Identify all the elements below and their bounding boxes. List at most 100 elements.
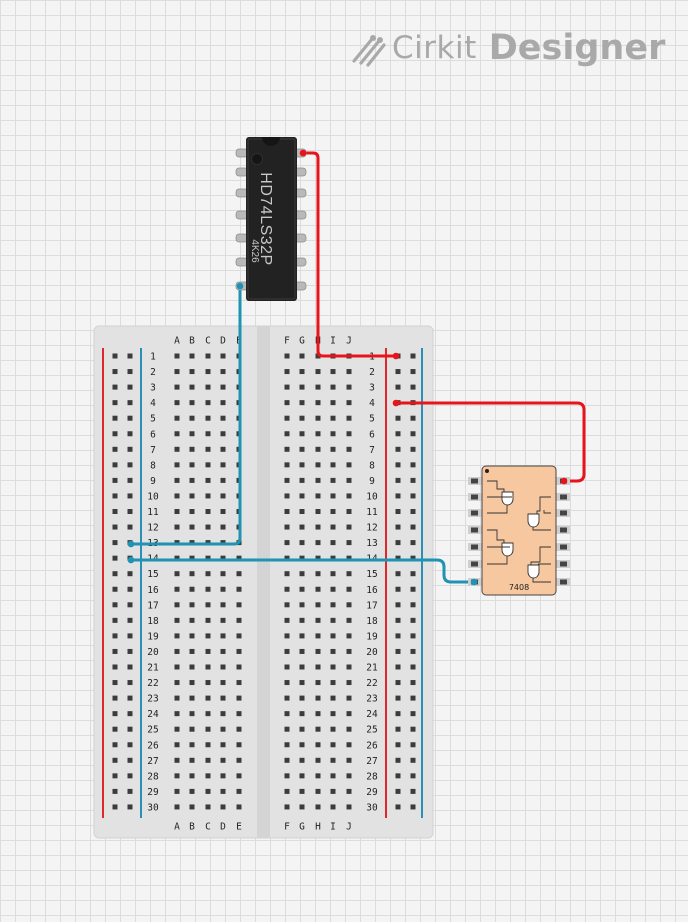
terminal-hole[interactable]	[284, 493, 290, 499]
terminal-hole[interactable]	[189, 462, 195, 468]
terminal-hole[interactable]	[174, 477, 180, 483]
terminal-hole[interactable]	[299, 400, 305, 406]
terminal-hole[interactable]	[205, 493, 211, 499]
terminal-hole[interactable]	[315, 555, 321, 561]
rail-hole[interactable]	[410, 664, 416, 670]
wire-endpoint[interactable]	[560, 477, 568, 485]
rail-hole[interactable]	[127, 369, 133, 375]
rail-hole[interactable]	[410, 757, 416, 763]
terminal-hole[interactable]	[330, 617, 336, 623]
terminal-hole[interactable]	[205, 571, 211, 577]
terminal-hole[interactable]	[205, 773, 211, 779]
terminal-hole[interactable]	[284, 571, 290, 577]
wire-blue-ic-to-row13[interactable]	[129, 284, 242, 546]
rail-hole[interactable]	[127, 462, 133, 468]
rail-hole[interactable]	[127, 633, 133, 639]
terminal-hole[interactable]	[220, 400, 226, 406]
terminal-hole[interactable]	[284, 400, 290, 406]
terminal-hole[interactable]	[174, 602, 180, 608]
terminal-hole[interactable]	[346, 695, 352, 701]
terminal-hole[interactable]	[220, 695, 226, 701]
rail-hole[interactable]	[112, 648, 118, 654]
rail-hole[interactable]	[410, 742, 416, 748]
terminal-hole[interactable]	[315, 540, 321, 546]
terminal-hole[interactable]	[174, 462, 180, 468]
terminal-hole[interactable]	[346, 400, 352, 406]
rail-hole[interactable]	[410, 680, 416, 686]
rail-hole[interactable]	[395, 617, 401, 623]
rail-hole[interactable]	[112, 804, 118, 810]
terminal-hole[interactable]	[189, 524, 195, 530]
rail-hole[interactable]	[395, 446, 401, 452]
terminal-hole[interactable]	[346, 648, 352, 654]
terminal-hole[interactable]	[236, 788, 242, 794]
terminal-hole[interactable]	[315, 462, 321, 468]
wire-endpoint[interactable]	[470, 578, 478, 586]
rail-hole[interactable]	[127, 804, 133, 810]
terminal-hole[interactable]	[236, 586, 242, 592]
ic-pin-right[interactable]	[560, 544, 567, 550]
terminal-hole[interactable]	[205, 617, 211, 623]
terminal-hole[interactable]	[346, 369, 352, 375]
rail-hole[interactable]	[395, 757, 401, 763]
terminal-hole[interactable]	[330, 773, 336, 779]
terminal-hole[interactable]	[284, 415, 290, 421]
terminal-hole[interactable]	[189, 431, 195, 437]
rail-hole[interactable]	[410, 493, 416, 499]
rail-hole[interactable]	[112, 353, 118, 359]
terminal-hole[interactable]	[284, 711, 290, 717]
terminal-hole[interactable]	[330, 540, 336, 546]
terminal-hole[interactable]	[174, 804, 180, 810]
terminal-hole[interactable]	[346, 384, 352, 390]
rail-hole[interactable]	[112, 477, 118, 483]
ic-pin-left[interactable]	[471, 478, 478, 484]
terminal-hole[interactable]	[315, 384, 321, 390]
terminal-hole[interactable]	[315, 586, 321, 592]
terminal-hole[interactable]	[205, 415, 211, 421]
terminal-hole[interactable]	[220, 711, 226, 717]
rail-hole[interactable]	[410, 711, 416, 717]
terminal-hole[interactable]	[315, 509, 321, 514]
terminal-hole[interactable]	[315, 664, 321, 670]
terminal-hole[interactable]	[299, 788, 305, 794]
terminal-hole[interactable]	[189, 555, 195, 561]
rail-hole[interactable]	[395, 726, 401, 732]
wire-red-row4-to-7408[interactable]	[394, 401, 586, 483]
terminal-hole[interactable]	[189, 711, 195, 717]
terminal-hole[interactable]	[346, 477, 352, 483]
wire-blue-row14-to-7408[interactable]	[129, 558, 476, 584]
terminal-hole[interactable]	[315, 353, 321, 359]
terminal-hole[interactable]	[284, 446, 290, 452]
rail-hole[interactable]	[127, 415, 133, 421]
rail-hole[interactable]	[127, 524, 133, 530]
terminal-hole[interactable]	[299, 353, 305, 359]
ic-pin-left[interactable]	[471, 561, 478, 567]
terminal-hole[interactable]	[189, 648, 195, 654]
terminal-hole[interactable]	[189, 664, 195, 670]
rail-hole[interactable]	[127, 788, 133, 794]
rail-hole[interactable]	[410, 431, 416, 437]
wire-endpoint[interactable]	[236, 282, 244, 290]
terminal-hole[interactable]	[205, 711, 211, 717]
terminal-hole[interactable]	[346, 431, 352, 437]
terminal-hole[interactable]	[174, 726, 180, 732]
terminal-hole[interactable]	[299, 804, 305, 810]
terminal-hole[interactable]	[220, 524, 226, 530]
terminal-hole[interactable]	[299, 540, 305, 546]
ic-pin-right[interactable]	[560, 579, 567, 585]
terminal-hole[interactable]	[346, 602, 352, 608]
terminal-hole[interactable]	[174, 664, 180, 670]
terminal-hole[interactable]	[189, 369, 195, 375]
terminal-hole[interactable]	[330, 369, 336, 375]
rail-hole[interactable]	[395, 415, 401, 421]
terminal-hole[interactable]	[205, 757, 211, 763]
terminal-hole[interactable]	[315, 400, 321, 406]
rail-hole[interactable]	[112, 742, 118, 748]
rail-hole[interactable]	[410, 602, 416, 608]
terminal-hole[interactable]	[330, 742, 336, 748]
terminal-hole[interactable]	[284, 462, 290, 468]
terminal-hole[interactable]	[346, 524, 352, 530]
terminal-hole[interactable]	[284, 633, 290, 639]
terminal-hole[interactable]	[174, 757, 180, 763]
